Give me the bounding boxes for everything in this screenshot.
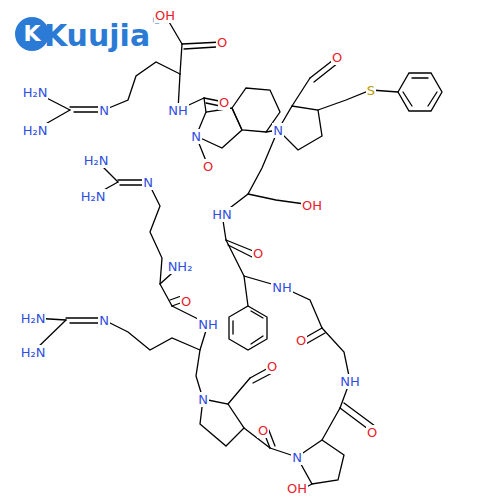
atom-label: O [366,425,378,440]
logo-letter: K [22,22,41,46]
atom-label: O [295,333,307,348]
atom-label: O [266,359,278,374]
atom-label: H₂N [80,189,107,204]
atom-label: OH [286,481,308,496]
atom-label: H₂N [20,311,47,326]
atom-label: O [331,50,343,65]
atom-label: N [98,313,110,328]
atom-label: NH [339,374,361,389]
atom-label: HN [211,207,233,222]
atom-label: H₂N [20,345,47,360]
atom-label: S [366,83,376,98]
atom-label: N [142,175,154,190]
atom-label: O [218,95,230,110]
atom-label: OH [301,198,323,213]
atom-label: O [252,246,264,261]
atom-label: H₂N [22,123,49,138]
atom-label: OH [154,8,176,23]
bonds [33,15,442,492]
atom-label: N [291,450,303,465]
atom-label: N [190,129,202,144]
atom-label: H₂N [83,153,110,168]
atom-label: NH [167,103,189,118]
atom-label: H₂N [22,85,49,100]
watermark: Kuujia [43,20,151,52]
atom-label: N [272,123,284,138]
atom-label: O [257,423,269,438]
atom-label: O [202,159,214,174]
atom-label: O [216,35,228,50]
atom-label: NH [271,280,293,295]
atom-label: NH₂ [167,259,194,274]
atom-label: N [98,103,110,118]
atom-label: O [180,294,192,309]
atom-label: N [197,392,209,407]
atom-label: NH [197,317,219,332]
